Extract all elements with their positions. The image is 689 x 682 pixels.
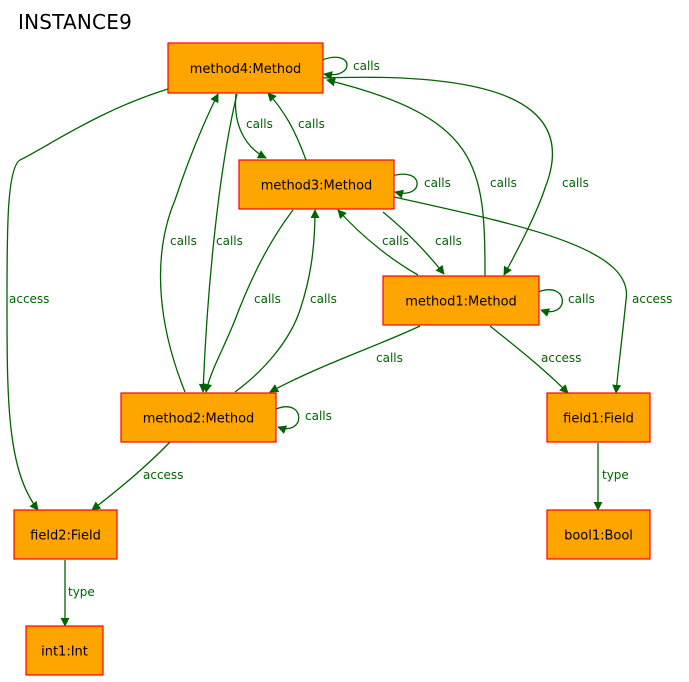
edge-line: [322, 76, 554, 276]
edge-line: [391, 173, 418, 199]
edge-method4-to-method3: calls: [234, 93, 273, 159]
edge-line: [275, 406, 300, 434]
edge-field2-to-int1: type: [60, 560, 95, 627]
edge-label: calls: [298, 117, 325, 131]
edge-label: calls: [490, 176, 517, 190]
node-label: int1:Int: [41, 645, 88, 660]
node-field2[interactable]: field2:Field: [13, 509, 118, 560]
edge-label: calls: [435, 234, 462, 248]
edge-field1-to-bool1: type: [593, 443, 629, 511]
edge-method1-to-method3: calls: [337, 209, 419, 276]
edge-method3-to-method4: calls: [267, 92, 325, 161]
nodes-layer: method4:Method method3:Method method1:Meth…: [13, 42, 651, 676]
edges-layer: calls calls calls calls calls calls calls calls…: [6, 56, 672, 627]
edge-line: [321, 56, 348, 80]
edge-label: calls: [353, 59, 380, 73]
node-box: [546, 392, 651, 443]
node-field1[interactable]: field1:Field: [546, 392, 651, 443]
edge-label: calls: [562, 176, 589, 190]
edge-line: [198, 93, 238, 393]
node-box: [238, 159, 395, 210]
node-box: [167, 42, 324, 94]
edge-method1-to-method2: calls: [269, 325, 421, 393]
edge-line: [382, 211, 445, 275]
edge-label: calls: [424, 176, 451, 190]
node-label: method4:Method: [190, 62, 302, 77]
edge-line: [269, 325, 421, 393]
edge-method2-to-method4: calls: [159, 93, 219, 393]
node-int1[interactable]: int1:Int: [25, 625, 104, 676]
diagram-title: INSTANCE9: [18, 10, 132, 34]
node-method4[interactable]: method4:Method: [167, 42, 324, 94]
edge-line: [267, 92, 307, 161]
edge-label: calls: [216, 234, 243, 248]
edge-line: [234, 209, 320, 393]
edge-line: [393, 196, 628, 394]
edge-line: [337, 209, 419, 276]
edge-method1-to-method1: calls: [537, 289, 595, 317]
edge-line: [203, 209, 294, 393]
node-box: [25, 625, 104, 676]
edge-label: access: [541, 351, 581, 365]
edge-label: access: [9, 292, 49, 306]
edge-method3-to-method3: calls: [391, 173, 451, 199]
edge-label: calls: [376, 351, 403, 365]
edge-line: [159, 93, 219, 393]
edge-method1-to-field1: access: [489, 325, 581, 394]
edge-method3-to-method2: calls: [203, 209, 294, 393]
edge-method4-to-field2: access: [6, 88, 169, 511]
node-label: method1:Method: [405, 295, 517, 310]
edge-method4-to-method2: calls: [198, 93, 243, 393]
edge-label: calls: [305, 409, 332, 423]
edge-method2-to-method2: calls: [275, 406, 332, 434]
edge-label: access: [143, 468, 183, 482]
edge-label: calls: [170, 234, 197, 248]
edge-line: [326, 77, 486, 277]
edge-label: type: [68, 585, 95, 599]
edge-line: [6, 88, 169, 511]
node-box: [382, 275, 540, 326]
edge-line: [91, 441, 171, 511]
node-method1[interactable]: method1:Method: [382, 275, 540, 326]
node-label: field1:Field: [563, 412, 634, 427]
node-label: bool1:Bool: [564, 529, 633, 544]
node-bool1[interactable]: bool1:Bool: [546, 509, 651, 560]
edge-method3-to-field1: access: [393, 196, 672, 394]
edge-line: [489, 325, 569, 394]
edge-method4-to-method1: calls: [322, 76, 589, 276]
node-box: [546, 509, 651, 560]
node-label: field2:Field: [30, 529, 101, 544]
edge-label: type: [602, 468, 629, 482]
edge-label: calls: [568, 292, 595, 306]
edge-label: calls: [246, 117, 273, 131]
node-label: method3:Method: [261, 179, 373, 194]
edge-method2-to-method3: calls: [234, 209, 337, 393]
edge-label: calls: [254, 292, 281, 306]
edge-method3-to-method1: calls: [382, 211, 462, 275]
edge-label: calls: [382, 234, 409, 248]
edge-label: access: [632, 292, 672, 306]
node-method2[interactable]: method2:Method: [120, 392, 277, 443]
edge-method2-to-field2: access: [91, 441, 183, 511]
node-box: [120, 392, 277, 443]
node-method3[interactable]: method3:Method: [238, 159, 395, 210]
node-box: [13, 509, 118, 560]
edge-line: [537, 289, 563, 317]
edge-method4-to-method4: calls: [321, 56, 380, 80]
node-label: method2:Method: [143, 412, 255, 427]
edge-label: calls: [310, 292, 337, 306]
edge-method1-to-method4: calls: [326, 77, 517, 277]
